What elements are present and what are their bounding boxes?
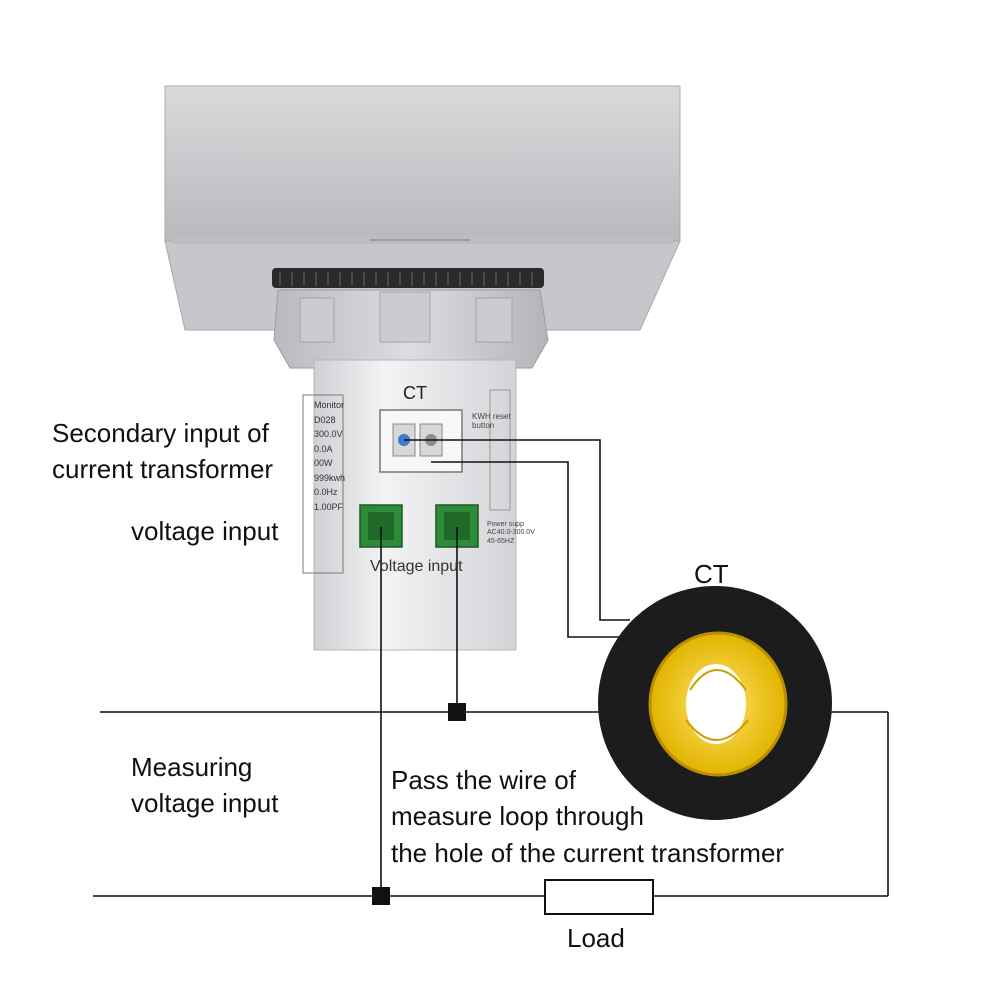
ct-coil (598, 586, 832, 820)
ct-terminal-label: CT (403, 383, 427, 403)
pass-wire-instruction: Pass the wire of measure loop through th… (391, 765, 785, 868)
spec-line: 999kwh (314, 472, 346, 483)
spec-line: 00W (314, 458, 333, 469)
spec-line: 0.0A (314, 443, 333, 454)
spec-line: 1.00PF (314, 502, 344, 513)
mounting-nut (272, 268, 549, 369)
measure-loop-wires (93, 527, 889, 897)
voltage-input-label: voltage input (131, 516, 279, 546)
power-supply-label: Power supp AC40.0-300.0V 45-65HZ (487, 521, 535, 545)
kwh-reset-label: KWH reset button (472, 412, 511, 431)
secondary-input-label: Secondary input of current transformer (52, 418, 274, 485)
ct-secondary-wires (404, 439, 630, 638)
load-resistor (544, 879, 654, 915)
load-label: Load (567, 923, 625, 953)
ct-coil-label: CT (694, 559, 729, 589)
device-spec-list: Monitor D028 300.0V 0.0A 00W 999kwh 0.0H… (314, 398, 345, 515)
spec-line: 0.0Hz (314, 487, 338, 498)
spec-line: Monitor (314, 400, 345, 410)
measuring-voltage-label: Measuring voltage input (131, 752, 279, 819)
junction-bottom (372, 887, 390, 905)
spec-line: 300.0V (314, 429, 343, 440)
spec-line: D028 (314, 414, 336, 425)
junction-top (448, 703, 466, 721)
voltage-input-body-label: Voltage input (370, 558, 463, 575)
meter-body (302, 359, 517, 651)
